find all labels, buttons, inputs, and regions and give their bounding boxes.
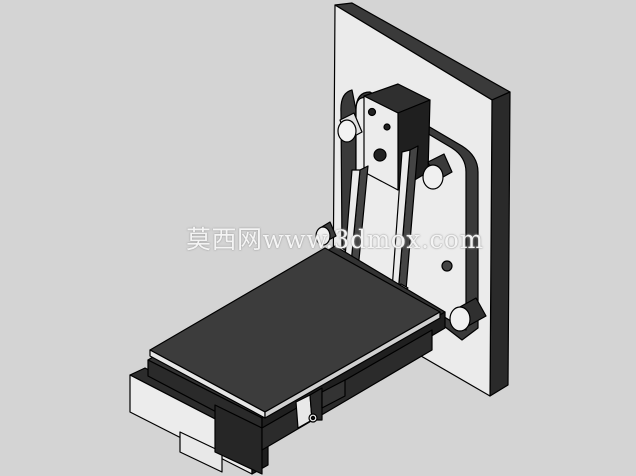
- left-pin: [337, 112, 363, 143]
- right-pin: [422, 153, 453, 190]
- front-right-pin: [449, 297, 487, 332]
- top-block: [363, 83, 431, 191]
- front-latch: [295, 379, 346, 429]
- watermark-text: 莫西网www.3dmox.com: [186, 225, 484, 254]
- top-work-plate: [149, 247, 441, 419]
- platform-back-pin: [315, 221, 337, 246]
